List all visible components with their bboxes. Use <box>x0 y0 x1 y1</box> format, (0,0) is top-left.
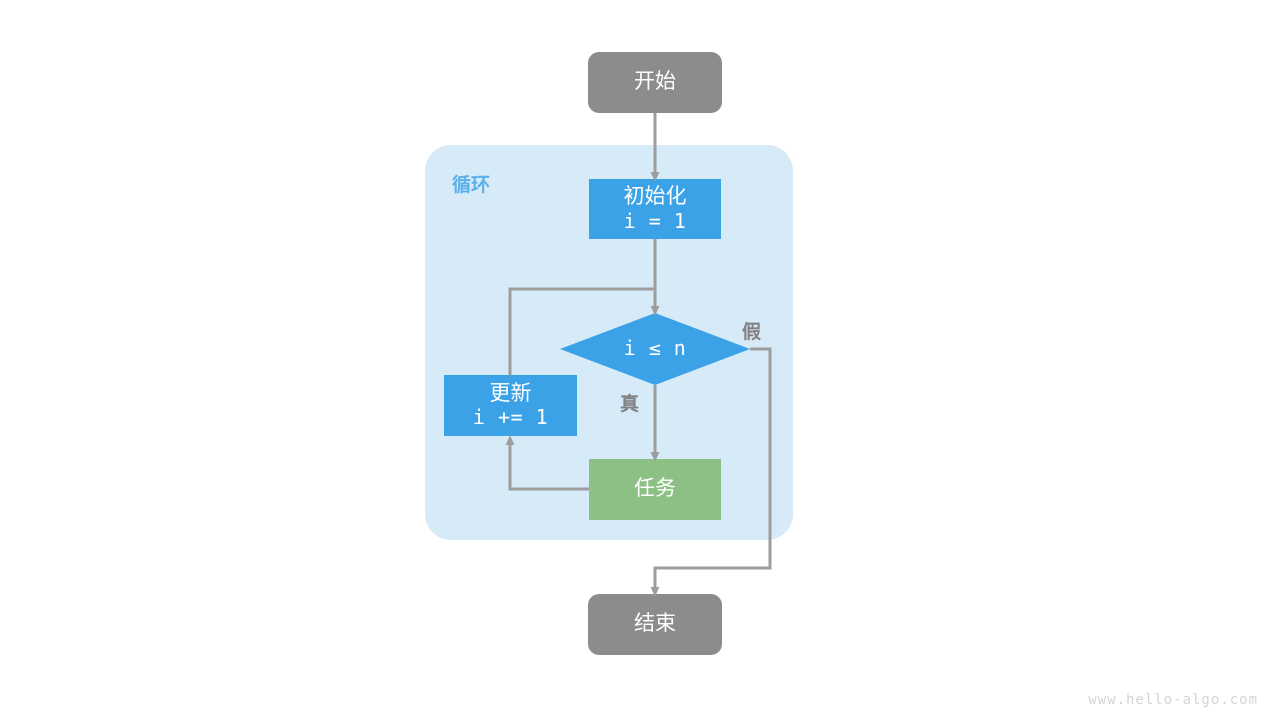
node-start-shape[interactable] <box>588 52 722 113</box>
watermark: www.hello-algo.com <box>1088 692 1258 708</box>
edge-update-to-condition <box>508 287 655 375</box>
node-condition-shape[interactable] <box>560 313 750 385</box>
edge-label-false: 假 <box>742 322 762 343</box>
node-init-shape[interactable] <box>589 179 721 239</box>
node-end-shape[interactable] <box>588 594 722 655</box>
edge-task-to-update <box>505 435 589 491</box>
edge-label-true: 真 <box>620 394 640 415</box>
node-task-shape[interactable] <box>589 459 721 520</box>
loop-group-label: 循环 <box>452 175 491 196</box>
edge-condition-to-end <box>650 347 772 597</box>
node-update-shape[interactable] <box>444 375 577 436</box>
